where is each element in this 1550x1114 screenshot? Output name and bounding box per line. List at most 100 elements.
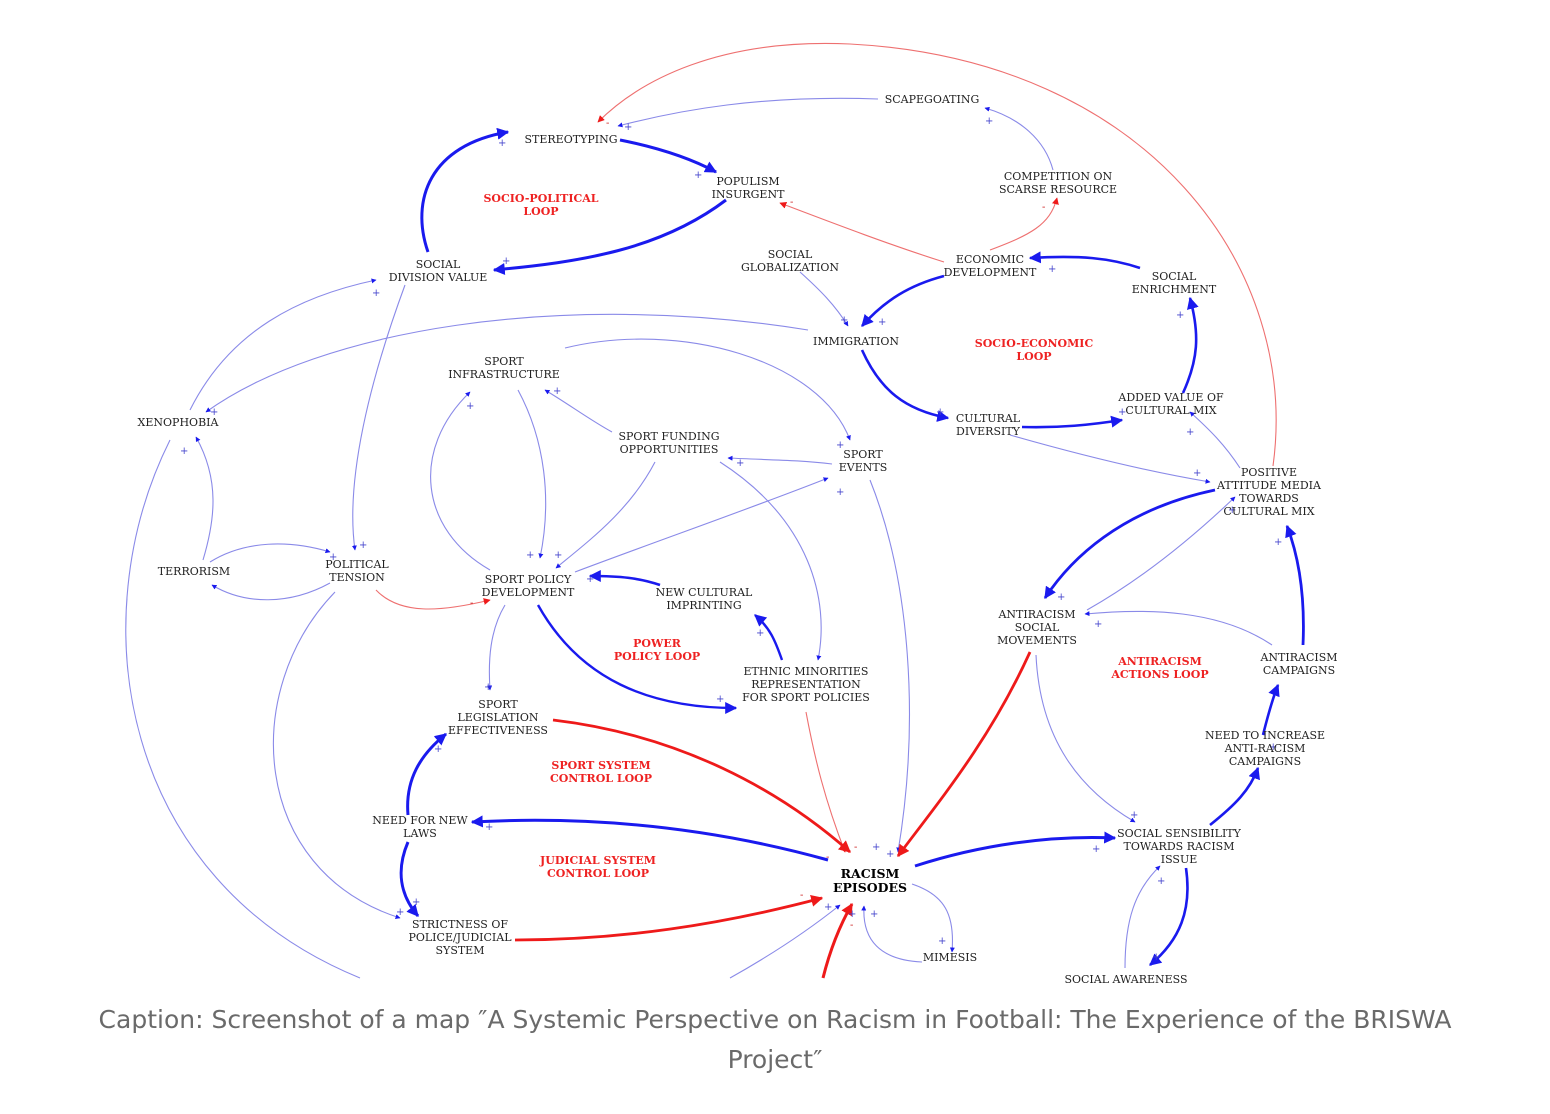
link-awareness-to-sensibility — [1124, 865, 1161, 969]
node-scapegoating: SCAPEGOATING — [885, 93, 980, 106]
link-movements-to-sensibility — [1035, 654, 1136, 823]
svg-text:+: + — [840, 315, 848, 326]
link-events-to-funding — [727, 455, 833, 465]
svg-text:+: + — [1057, 592, 1065, 603]
svg-text:+: + — [526, 550, 534, 561]
link-need-increase-to-campaigns — [1261, 683, 1280, 736]
link-terrorism-to-political-tension — [209, 543, 331, 563]
node-social-awareness: SOCIAL AWARENESS — [1064, 973, 1187, 986]
svg-text:-: - — [826, 852, 829, 863]
svg-text:+: + — [886, 849, 894, 860]
link-sport-policy-to-ethnic — [536, 604, 738, 714]
link-infrastructure-to-sport-policy — [517, 389, 547, 559]
link-immigration-to-xenophobia — [205, 313, 809, 413]
svg-text:+: + — [412, 897, 420, 908]
link-bottom-red-to-racism — [821, 902, 854, 979]
link-globalization-to-immigration — [799, 271, 849, 327]
svg-text:+: + — [1274, 537, 1282, 548]
link-media-to-added-value — [1189, 411, 1241, 469]
svg-text:+: + — [359, 540, 367, 551]
svg-text:+: + — [694, 170, 702, 181]
node-mimesis: MIMESIS — [923, 951, 977, 964]
link-racism-to-sensibility — [914, 831, 1117, 868]
svg-text:+: + — [1152, 952, 1160, 963]
link-political-tension-to-strictness — [272, 591, 401, 920]
svg-text:+: + — [716, 694, 724, 705]
link-movements-to-racism — [896, 651, 1032, 857]
svg-text:+: + — [1228, 505, 1236, 516]
svg-text:+: + — [1130, 810, 1138, 821]
figure-caption: Caption: Screenshot of a map ″A Systemic… — [98, 1005, 1452, 1074]
link-immigration-to-diversity — [860, 349, 950, 422]
link-funding-to-infrastructure — [544, 389, 613, 433]
link-economic-to-immigration — [861, 274, 945, 327]
link-xenophobia-to-social-division — [189, 278, 377, 411]
link-competition-to-scapegoating — [984, 106, 1054, 171]
link-media-to-movements — [1043, 488, 1216, 600]
link-funding-to-sport-policy — [555, 461, 656, 569]
link-need-laws-to-strictness — [399, 841, 420, 917]
svg-text:+: + — [1094, 619, 1102, 630]
link-economic-to-populism — [779, 201, 945, 263]
link-economic-to-competition — [989, 197, 1059, 251]
link-movements-to-media — [1086, 496, 1236, 611]
link-social-division-to-stereotyping — [420, 127, 510, 253]
svg-text:+: + — [372, 288, 380, 299]
svg-text:+: + — [434, 744, 442, 755]
svg-text:+: + — [1193, 468, 1201, 479]
svg-text:+: + — [1186, 427, 1194, 438]
link-sensibility-to-awareness — [1149, 867, 1189, 966]
link-political-tension-to-sport-policy — [375, 589, 491, 610]
svg-text:+: + — [396, 907, 404, 918]
svg-text:-: - — [606, 118, 609, 129]
svg-text:+: + — [180, 446, 188, 457]
link-campaigns-to-movements — [1084, 610, 1273, 646]
svg-text:+: + — [553, 386, 561, 397]
svg-text:+: + — [872, 842, 880, 853]
link-ethnic-to-new-cultural — [754, 614, 784, 661]
svg-text:+: + — [1092, 844, 1100, 855]
node-stereotyping: STEREOTYPING — [525, 133, 618, 146]
svg-text:-: - — [790, 197, 793, 208]
svg-text:+: + — [1118, 407, 1126, 418]
link-terrorism-to-xenophobia — [195, 436, 214, 561]
link-new-cultural-to-sport-policy — [588, 570, 661, 587]
link-mimesis-to-racism — [861, 905, 923, 963]
svg-text:+: + — [938, 936, 946, 947]
link-diversity-to-added-value — [1021, 415, 1124, 429]
diagram-canvas: + - + - - + + + + + + + + + + + + + + + + +… — [125, 42, 1338, 986]
svg-text:+: + — [329, 552, 337, 563]
svg-text:+: + — [836, 487, 844, 498]
svg-text:-: - — [800, 890, 803, 901]
svg-text:+: + — [936, 407, 944, 418]
svg-text:+: + — [1269, 742, 1277, 753]
svg-text:+: + — [498, 138, 506, 149]
link-sport-policy-to-legislation — [487, 604, 506, 691]
svg-text:+: + — [824, 902, 832, 913]
link-xenophobia-to-bottom — [125, 439, 361, 979]
link-ethnic-to-racism — [805, 711, 847, 853]
link-events-to-racism — [869, 479, 910, 853]
svg-text:+: + — [484, 682, 492, 693]
svg-text:+: + — [502, 256, 510, 267]
svg-text:-: - — [470, 598, 473, 609]
link-campaigns-to-media — [1285, 524, 1305, 646]
link-positive-media-to-stereotyping — [597, 42, 1277, 467]
link-racism-to-mimesis — [911, 883, 955, 953]
link-strictness-to-racism — [514, 894, 824, 942]
svg-text:+: + — [1176, 310, 1184, 321]
link-sport-policy-to-infrastructure — [430, 391, 491, 571]
